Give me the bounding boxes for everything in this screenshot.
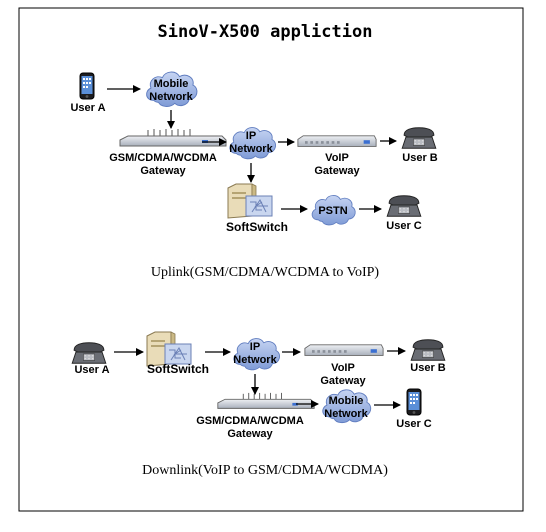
downlink-user-a-label: User A bbox=[74, 364, 109, 376]
downlink-gateway-label-1: GSM/CDMA/WCDMA bbox=[196, 415, 304, 427]
downlink-ip-network-label-2: Network bbox=[233, 354, 277, 366]
gateway-device-icon bbox=[217, 392, 315, 409]
downlink-softswitch-label: SoftSwitch bbox=[147, 362, 209, 376]
uplink-user-c-label: User C bbox=[386, 220, 422, 232]
softswitch-server-icon bbox=[227, 183, 273, 219]
uplink-mobile-network-label-2: Network bbox=[149, 91, 193, 103]
downlink-mobile-network-label-2: Network bbox=[324, 408, 368, 420]
uplink-gateway-label-1: GSM/CDMA/WCDMA bbox=[109, 152, 217, 164]
downlink-voip-gateway-label-2: Gateway bbox=[320, 375, 366, 387]
downlink-ip-network-label-1: IP bbox=[250, 341, 260, 353]
mobile-phone-icon bbox=[406, 388, 422, 416]
diagram-frame bbox=[18, 7, 524, 512]
gateway-device-icon bbox=[304, 344, 384, 356]
softswitch-server-icon bbox=[146, 331, 192, 367]
downlink-gateway-label-2: Gateway bbox=[227, 428, 273, 440]
desk-phone-icon bbox=[410, 339, 446, 361]
downlink-user-b-label: User B bbox=[410, 362, 446, 374]
uplink-caption: Uplink(GSM/CDMA/WCDMA to VoIP) bbox=[151, 265, 380, 280]
downlink-caption: Downlink(VoIP to GSM/CDMA/WCDMA) bbox=[142, 463, 388, 478]
uplink-voip-gateway-label-1: VoIP bbox=[325, 152, 349, 164]
gateway-device-icon bbox=[119, 128, 227, 147]
mobile-phone-icon bbox=[79, 72, 95, 100]
downlink-voip-gateway-label-1: VoIP bbox=[331, 362, 355, 374]
uplink-mobile-network-label-1: Mobile bbox=[154, 78, 189, 90]
downlink-mobile-network-label-1: Mobile bbox=[329, 395, 364, 407]
uplink-user-b-label: User B bbox=[402, 152, 438, 164]
page-title: SinoV-X500 appliction bbox=[158, 22, 373, 42]
uplink-user-a-label: User A bbox=[70, 102, 105, 114]
uplink-pstn-label: PSTN bbox=[318, 205, 347, 217]
uplink-voip-gateway-label-2: Gateway bbox=[314, 165, 360, 177]
uplink-gateway-label-2: Gateway bbox=[140, 165, 186, 177]
uplink-softswitch-label: SoftSwitch bbox=[226, 220, 288, 234]
uplink-section: User A Mobile Network GSM/CDMA/WCDMA Gat… bbox=[70, 71, 438, 280]
desk-phone-icon bbox=[71, 342, 107, 364]
downlink-section: User A SoftSwitch IP Network VoIP Gatewa… bbox=[71, 331, 446, 478]
uplink-ip-network-label-1: IP bbox=[246, 130, 256, 142]
gateway-device-icon bbox=[297, 135, 377, 147]
downlink-user-c-label: User C bbox=[396, 418, 432, 430]
desk-phone-icon bbox=[386, 195, 422, 217]
uplink-ip-network-label-2: Network bbox=[229, 143, 273, 155]
desk-phone-icon bbox=[401, 127, 437, 149]
